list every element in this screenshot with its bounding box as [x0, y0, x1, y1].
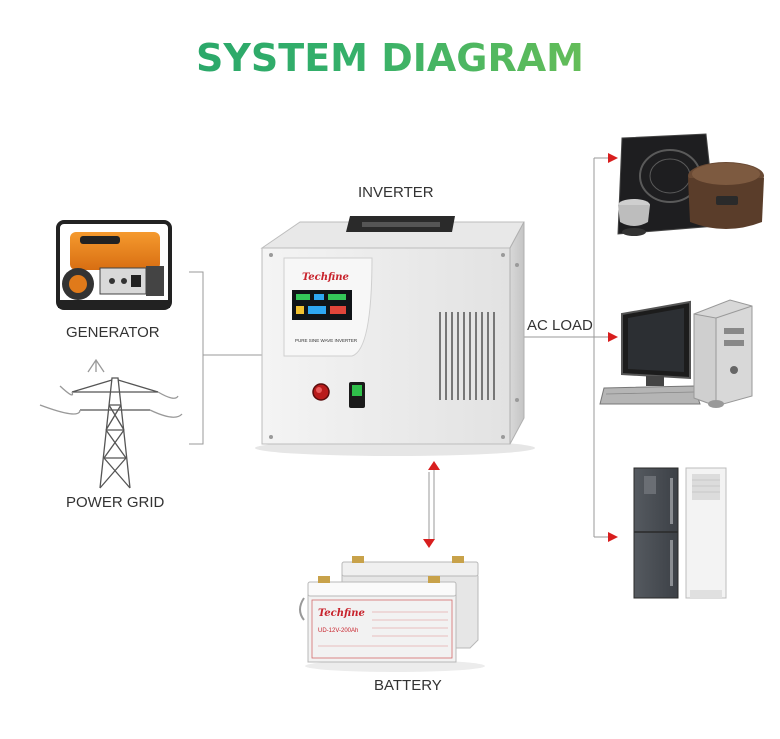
inverter-label: INVERTER — [358, 184, 434, 201]
power-grid-image — [39, 358, 183, 489]
diagram-title: SYSTEM DIAGRAM — [0, 36, 780, 80]
source-connector — [189, 271, 262, 445]
battery-model-text: UD-12V-200Ah — [318, 628, 358, 634]
fridge-ac-image — [633, 467, 727, 599]
inverter-panel-text: PURE SINE WAVE INVERTER — [295, 338, 358, 343]
inverter-image: Techfine PURE SINE WAVE INVERTER — [255, 216, 535, 456]
arrow-to-computer — [608, 332, 618, 342]
load-arrows — [594, 153, 618, 542]
arrow-down-to-battery — [423, 539, 435, 548]
battery-link-arrows — [423, 461, 440, 548]
computer-image — [599, 299, 753, 408]
battery-brand-logo: Techfine — [318, 608, 365, 619]
battery-label: BATTERY — [374, 677, 442, 694]
generator-label: GENERATOR — [66, 324, 160, 341]
ac-load-label: AC LOAD — [527, 317, 593, 334]
battery-image: Techfine UD-12V-200Ah — [299, 556, 485, 672]
inverter-brand-logo: Techfine — [302, 272, 349, 283]
arrow-to-cooker — [608, 153, 618, 163]
load-connector — [524, 158, 595, 537]
arrow-to-fridge — [608, 532, 618, 542]
power-grid-label: POWER GRID — [66, 494, 165, 511]
generator-image — [56, 220, 172, 310]
arrow-up-to-inverter — [428, 461, 440, 470]
cooker-appliances-image — [617, 133, 764, 236]
